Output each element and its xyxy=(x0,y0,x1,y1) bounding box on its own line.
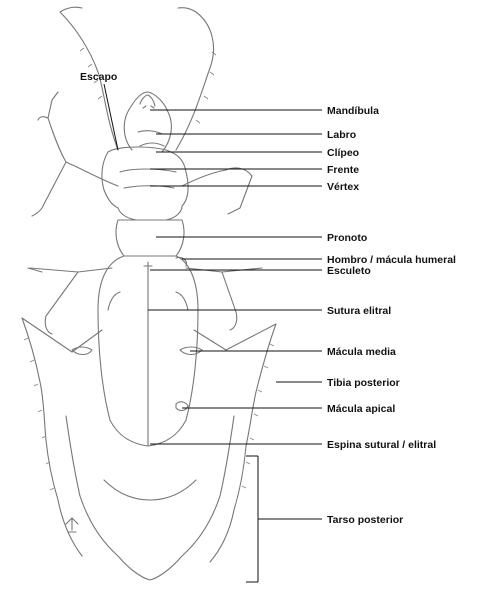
right-antenna xyxy=(176,8,214,150)
label-sutura-elitral: Sutura elitral xyxy=(327,305,391,317)
frons-vertex xyxy=(102,147,188,220)
label-frente: Frente xyxy=(327,164,359,176)
macula-apical xyxy=(176,402,188,411)
labels: Escapo Mandíbula Labro Clípeo Frente Vér… xyxy=(80,71,456,526)
label-mandibula: Mandíbula xyxy=(327,105,379,117)
mandibles-outline xyxy=(140,95,155,108)
beetle-illustration xyxy=(22,7,276,580)
label-clipeo: Clípeo xyxy=(327,147,359,159)
pronotum-outline xyxy=(116,220,184,256)
macula-media-left xyxy=(72,347,92,355)
label-espina-sutural: Espina sutural / elitral xyxy=(327,439,436,451)
scale-sketch xyxy=(66,518,78,532)
label-esculeto: Esculeto xyxy=(327,265,371,277)
label-escapo: Escapo xyxy=(80,71,117,83)
label-vertex: Vértex xyxy=(327,181,359,193)
label-macula-apical: Mácula apical xyxy=(327,403,395,415)
label-tibia-posterior: Tibia posterior xyxy=(327,377,400,389)
label-tarso-posterior: Tarso posterior xyxy=(327,514,403,526)
label-pronoto: Pronoto xyxy=(327,232,367,244)
label-labro: Labro xyxy=(327,129,356,141)
label-macula-media: Mácula media xyxy=(327,346,396,358)
abdomen-outline xyxy=(66,416,234,580)
labrum-outline xyxy=(138,131,164,146)
leader-lines xyxy=(104,84,322,582)
left-middle-leg xyxy=(30,268,112,334)
right-front-leg xyxy=(182,168,252,214)
